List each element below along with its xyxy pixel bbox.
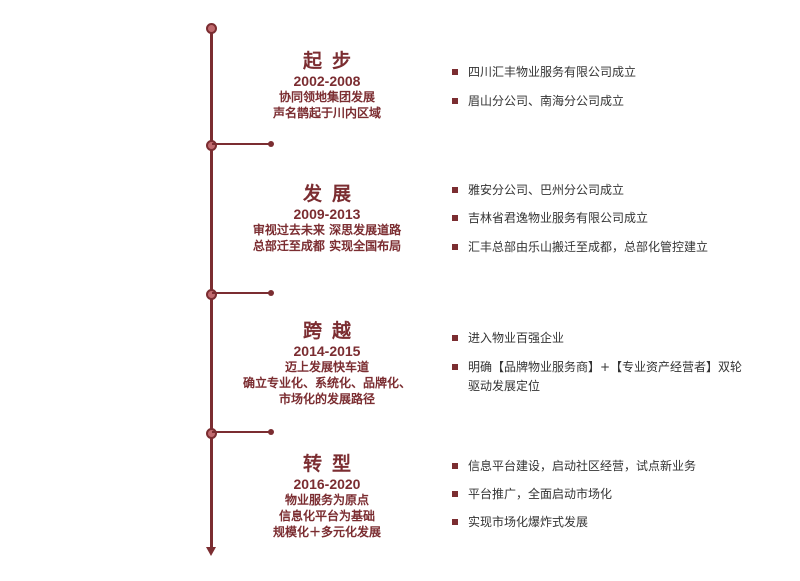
timeline-branch	[212, 143, 270, 145]
event-text: 眉山分公司、南海分公司成立	[468, 94, 625, 108]
stage-line: 确立专业化、系统化、品牌化、	[242, 376, 411, 390]
stage-title: 起步	[302, 50, 361, 72]
bullet-icon	[452, 364, 458, 370]
timeline-branch	[212, 431, 270, 433]
event-text: 吉林省君逸物业服务有限公司成立	[468, 211, 649, 225]
event-text: 汇丰总部由乐山搬迁至成都，总部化管控建立	[468, 240, 709, 254]
timeline-node	[206, 428, 217, 439]
stage-years: 2002-2008	[293, 73, 361, 89]
arrow-down-icon	[206, 547, 216, 556]
stage-start: 起步 2002-2008 协同领地集团发展 声名鹊起于川内区域	[222, 49, 432, 121]
event-text: 明确【品牌物业服务商】+【专业资产经营者】双轮驱动发展定位	[468, 360, 743, 393]
stage-title: 跨越	[302, 320, 361, 342]
stage-line: 规模化＋多元化发展	[272, 525, 381, 539]
timeline-branch	[212, 292, 270, 294]
event-item: 汇丰总部由乐山搬迁至成都，总部化管控建立	[452, 238, 788, 257]
stage-line: 声名鹊起于川内区域	[272, 106, 381, 120]
event-item: 吉林省君逸物业服务有限公司成立	[452, 209, 788, 228]
timeline-node	[206, 140, 217, 151]
branch-dot	[268, 141, 274, 147]
stage-title: 发展	[302, 183, 361, 205]
event-item: 信息平台建设，启动社区经营，试点新业务	[452, 457, 788, 476]
stage-leap: 跨越 2014-2015 迈上发展快车道 确立专业化、系统化、品牌化、 市场化的…	[222, 319, 432, 407]
bullet-icon	[452, 463, 458, 469]
timeline-start-node	[206, 23, 217, 34]
event-item: 四川汇丰物业服务有限公司成立	[452, 63, 788, 82]
branch-dot	[268, 429, 274, 435]
stage-title: 转型	[302, 453, 361, 475]
event-text: 雅安分公司、巴州分公司成立	[468, 183, 625, 197]
stage-years: 2014-2015	[293, 343, 361, 359]
bullet-icon	[452, 187, 458, 193]
stage-develop: 发展 2009-2013 审视过去未来 深思发展道路 总部迁至成都 实现全国布局	[222, 182, 432, 254]
stage-line: 迈上发展快车道	[284, 360, 369, 374]
bullet-icon	[452, 491, 458, 497]
event-item: 雅安分公司、巴州分公司成立	[452, 181, 788, 200]
timeline-node	[206, 289, 217, 300]
event-item: 眉山分公司、南海分公司成立	[452, 92, 788, 111]
stage-line: 总部迁至成都 实现全国布局	[252, 239, 402, 253]
bullet-icon	[452, 519, 458, 525]
bullet-icon	[452, 98, 458, 104]
bullet-icon	[452, 244, 458, 250]
event-text: 进入物业百强企业	[468, 331, 565, 345]
branch-dot	[268, 290, 274, 296]
stage-years: 2009-2013	[293, 206, 361, 222]
stage-years: 2016-2020	[293, 476, 361, 492]
stage-line: 审视过去未来 深思发展道路	[252, 223, 402, 237]
stage-line: 协同领地集团发展	[278, 90, 375, 104]
event-item: 平台推广，全面启动市场化	[452, 485, 788, 504]
event-item: 实现市场化爆炸式发展	[452, 513, 788, 532]
stage-transform: 转型 2016-2020 物业服务为原点 信息化平台为基础 规模化＋多元化发展	[222, 452, 432, 540]
bullet-icon	[452, 69, 458, 75]
timeline-axis	[210, 27, 213, 549]
event-text: 平台推广，全面启动市场化	[468, 487, 613, 501]
event-text: 信息平台建设，启动社区经营，试点新业务	[468, 459, 697, 473]
stage-line: 市场化的发展路径	[278, 392, 375, 406]
event-item: 明确【品牌物业服务商】+【专业资产经营者】双轮驱动发展定位	[452, 358, 748, 396]
event-text: 四川汇丰物业服务有限公司成立	[468, 65, 637, 79]
bullet-icon	[452, 335, 458, 341]
event-item: 进入物业百强企业	[452, 329, 788, 348]
stage-line: 物业服务为原点	[284, 493, 369, 507]
bullet-icon	[452, 215, 458, 221]
event-text: 实现市场化爆炸式发展	[468, 515, 589, 529]
stage-line: 信息化平台为基础	[278, 509, 375, 523]
